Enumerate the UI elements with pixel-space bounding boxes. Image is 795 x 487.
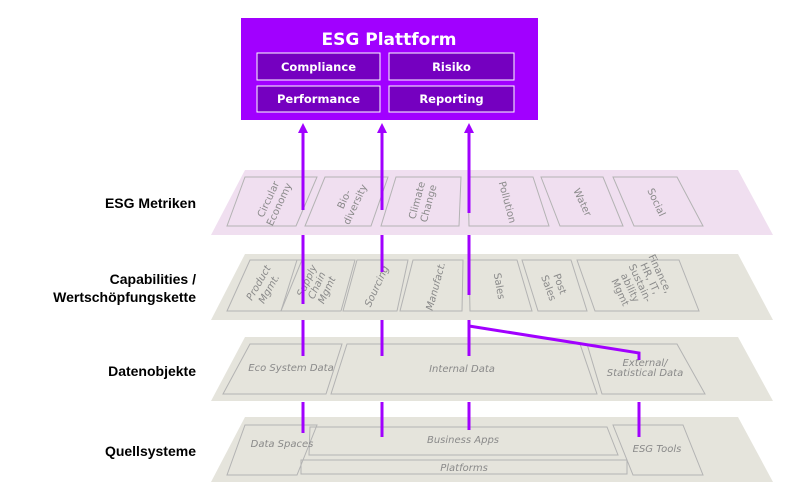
tile-internal-data: Internal Data — [429, 364, 495, 375]
arrow-head-icon — [377, 123, 387, 133]
module-compliance: Compliance — [281, 60, 356, 74]
module-risiko: Risiko — [432, 60, 471, 74]
module-performance: Performance — [277, 92, 360, 106]
arrow-head-icon — [298, 123, 308, 133]
tile-data-spaces: Data Spaces — [251, 439, 314, 450]
arrow-head-icon — [464, 123, 474, 133]
tile-platforms: Platforms — [440, 463, 488, 474]
connector-lines — [298, 123, 641, 437]
tile-business-apps: Business Apps — [427, 435, 499, 446]
platform-title: ESG Plattform — [322, 30, 457, 50]
layer-data-objects: Eco System Data Internal Data External/ … — [211, 337, 773, 401]
tile-esg-tools: ESG Tools — [633, 444, 682, 455]
layer-source-systems: Data Spaces Business Apps Platforms ESG … — [211, 417, 773, 482]
layer-label-capabilities-2: Wertschöpfungskette — [53, 289, 196, 305]
module-reporting: Reporting — [419, 92, 483, 106]
layer-label-source-systems: Quellsysteme — [105, 443, 196, 459]
esg-platform-box: ESG Plattform Compliance Risiko Performa… — [241, 18, 538, 120]
layer-label-metrics: ESG Metriken — [105, 195, 196, 211]
layer-label-capabilities-1: Capabilities / — [110, 271, 196, 287]
tile-sales: Sales — [491, 272, 506, 300]
layer-label-data-objects: Datenobjekte — [108, 363, 196, 379]
tile-external-data-2: Statistical Data — [607, 368, 683, 379]
tile-external-data-1: External/ — [622, 358, 669, 369]
tile-eco-system-data: Eco System Data — [248, 363, 333, 374]
